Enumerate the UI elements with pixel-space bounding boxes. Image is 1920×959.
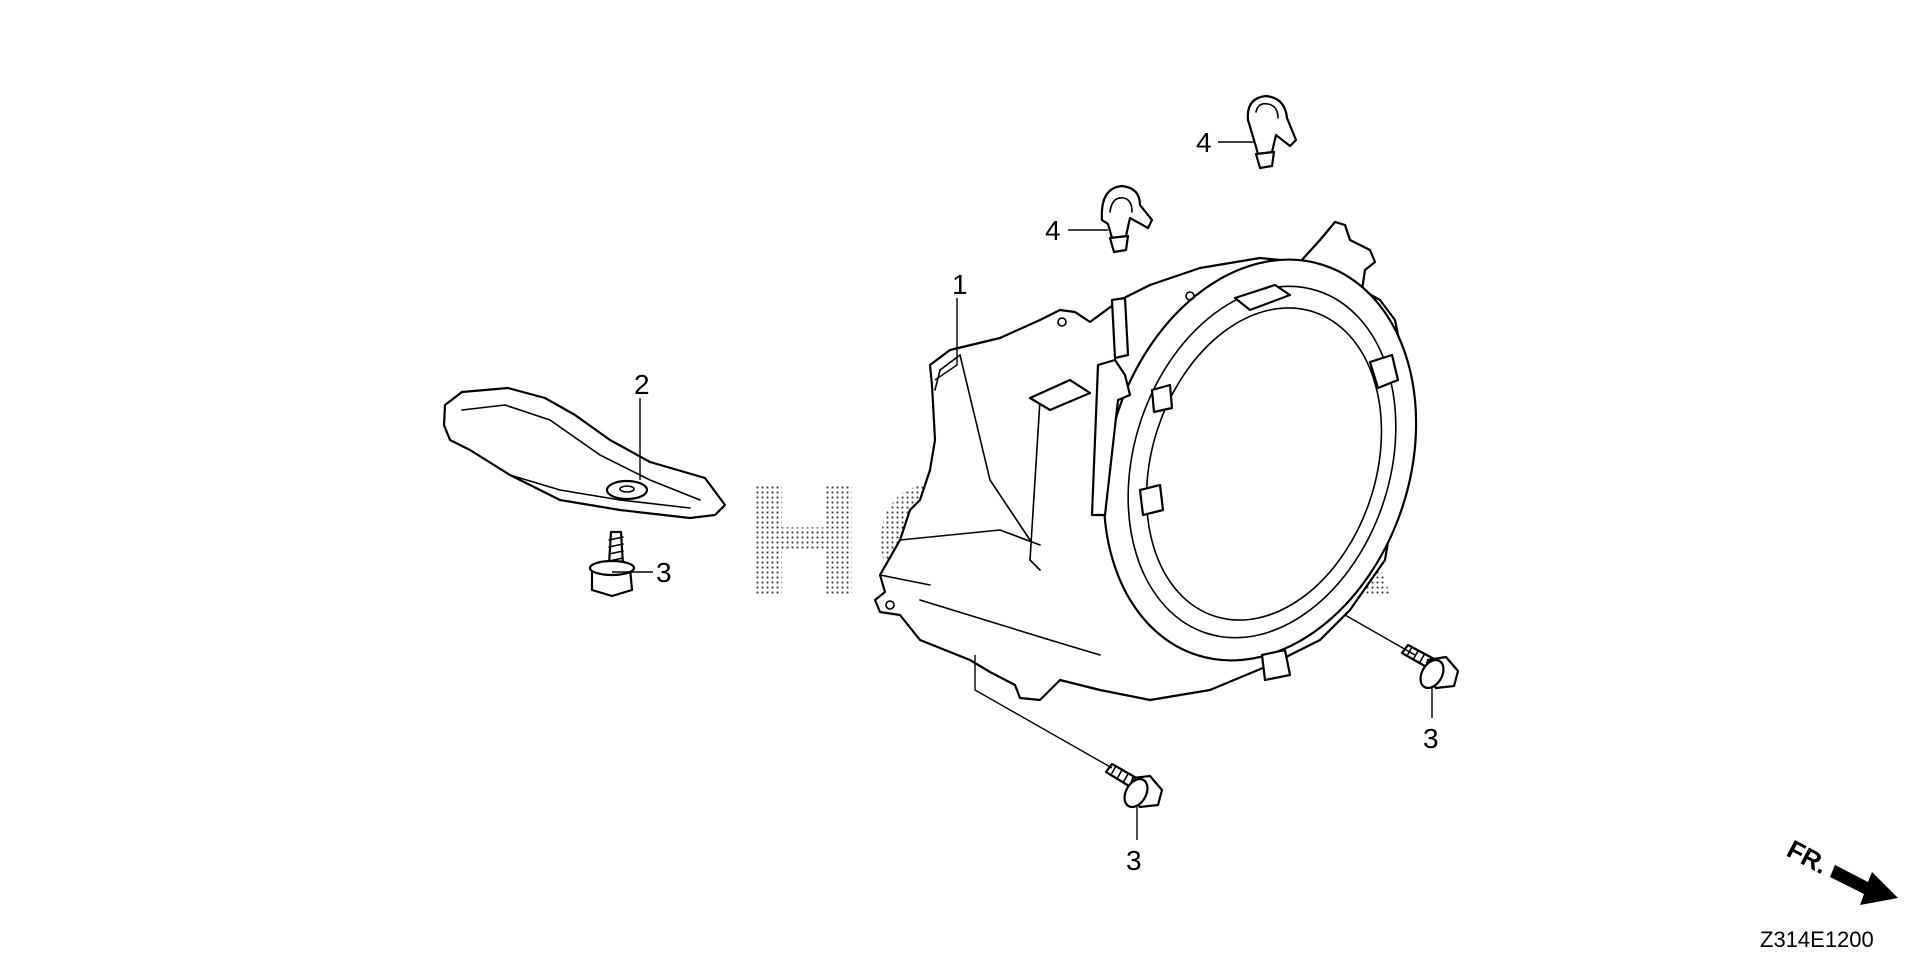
wire-clip-part-4-lower: [1100, 184, 1154, 254]
leader-line-1: [934, 298, 958, 381]
fr-label: FR.: [1782, 834, 1833, 880]
callout-3-left: 3: [656, 557, 672, 588]
front-arrow-icon: [1830, 865, 1898, 905]
flange-bolt-part-3-right: [1400, 643, 1460, 690]
fan-cover-part-1: [873, 220, 1418, 702]
callout-3-right: 3: [1423, 723, 1439, 754]
callout-3-bottom: 3: [1126, 845, 1142, 876]
leader-line-3b: [974, 655, 1113, 769]
diagram-code: Z314E1200: [1760, 927, 1874, 952]
wire-clip-part-4-upper: [1246, 94, 1298, 170]
callout-4-lower: 4: [1045, 215, 1061, 246]
guide-plate-part-2: [442, 386, 727, 520]
flange-bolt-part-3-bottom: [1104, 762, 1164, 809]
leader-line-3c: [1344, 614, 1433, 718]
flange-bolt-part-3-left: [588, 530, 636, 598]
front-direction-marker: FR.: [1782, 834, 1898, 905]
callout-4-upper: 4: [1196, 127, 1212, 158]
callout-2: 2: [634, 369, 650, 400]
callout-1: 1: [952, 269, 968, 300]
